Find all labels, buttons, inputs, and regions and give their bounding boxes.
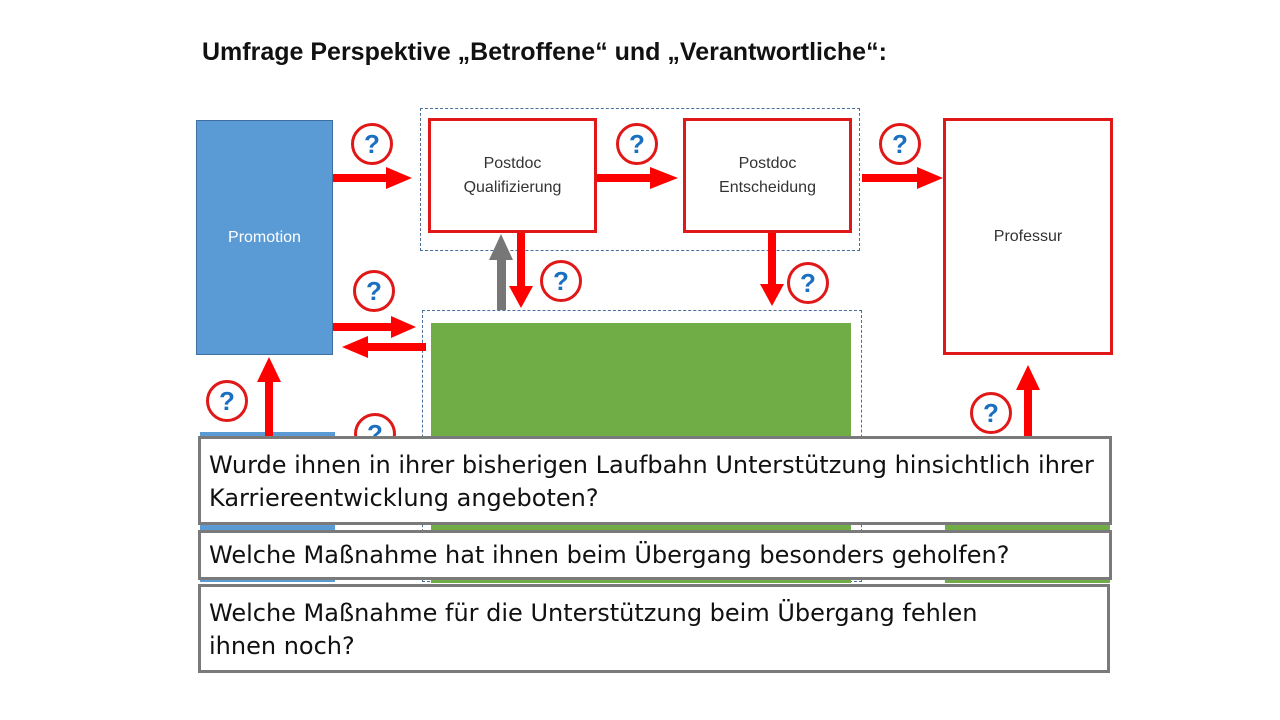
question-badge: ?: [787, 262, 829, 304]
promotion-node: Promotion: [196, 120, 333, 355]
arrow-qualifizierung-to-entscheidung: [597, 167, 678, 189]
arrow-up-to-promotion: [257, 357, 281, 440]
question-badge: ?: [351, 123, 393, 165]
question-badge: ?: [353, 270, 395, 312]
postdoc-entscheidung-label: Postdoc Entscheidung: [719, 154, 816, 196]
question-badge: ?: [616, 123, 658, 165]
arrow-entscheidung-to-professur: [862, 167, 943, 189]
arrow-promotion-to-qualifizierung: [333, 167, 412, 189]
question-box-helpful-measure: Welche Maßnahme hat ihnen beim Übergang …: [198, 530, 1112, 580]
question-badge: ?: [879, 123, 921, 165]
question-badge: ?: [540, 260, 582, 302]
question-box-support: Wurde ihnen in ihrer bisherigen Laufbahn…: [198, 436, 1112, 525]
arrow-green-up-to-qualifizierung: [489, 234, 513, 310]
arrow-entscheidung-down: [760, 233, 784, 306]
professur-label: Professur: [993, 227, 1063, 245]
arrow-qualifizierung-down: [509, 233, 533, 308]
promotion-label: Promotion: [228, 228, 301, 246]
question-box-missing-measures: Welche Maßnahme für die Unterstützung be…: [198, 584, 1110, 673]
arrow-promotion-to-green: [333, 316, 416, 338]
question-badge: ?: [206, 380, 248, 422]
arrow-green-to-promotion: [342, 336, 426, 358]
postdoc-group-frame: [420, 108, 860, 251]
postdoc-entscheidung-node: Postdoc Entscheidung: [683, 118, 852, 233]
question-badge: ?: [970, 392, 1012, 434]
page-title: Umfrage Perspektive „Betroffene“ und „Ve…: [202, 38, 887, 66]
postdoc-qualifizierung-node: Postdoc Qualifizierung: [428, 118, 597, 233]
arrow-up-to-professur: [1016, 365, 1040, 438]
postdoc-qualifizierung-label: Postdoc Qualifizierung: [463, 154, 562, 196]
professur-node: Professur: [943, 118, 1113, 355]
